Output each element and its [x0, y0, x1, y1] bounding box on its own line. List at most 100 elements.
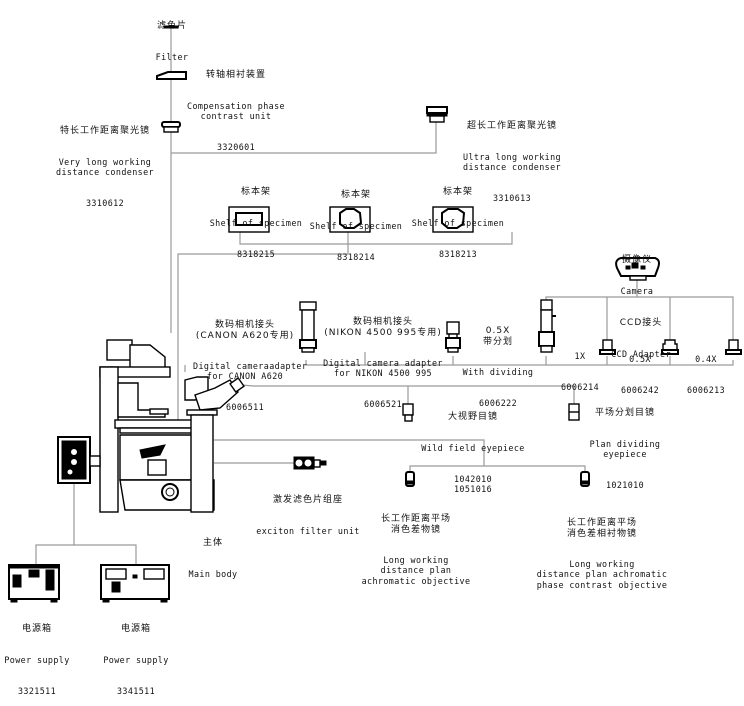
label-code: 3341511	[116, 685, 156, 696]
configuration-diagram	[8, 25, 742, 603]
ccd-05x-icon[interactable]	[661, 339, 679, 355]
label-zh: 电源箱	[21, 624, 52, 635]
exciton-filter-unit-icon[interactable]	[293, 456, 327, 470]
label-zh: 平场分划目镜	[594, 408, 655, 419]
label-code: 6006222	[478, 397, 518, 408]
label-en: Power supply	[4, 655, 70, 666]
label-code: 6006521	[363, 399, 403, 410]
condenser-ultra-long-icon[interactable]	[426, 106, 448, 123]
label-plan-achromatic-objective: 长工作距离平场 消色差物镜 Long working distance plan…	[356, 494, 476, 596]
label-code: 3320601	[216, 141, 256, 152]
label-zh: 摄像仪	[621, 255, 652, 266]
lamp-housing-icon[interactable]	[57, 436, 101, 484]
label-en: Very long working distance condenser	[56, 157, 154, 178]
label-code: 6006214	[560, 382, 600, 393]
label-power-supply-3341511: 电源箱 Power supply 3341511	[101, 604, 171, 706]
label-wide-field-eyepiece: 大视野目镜 Wild field eyepiece 1042010 105101…	[418, 392, 528, 504]
label-en: Plan dividing eyepiece	[589, 439, 661, 460]
label-zh: 转轴相衬装置	[205, 70, 266, 81]
label-en: Ultra long working distance condenser	[463, 152, 561, 173]
label-zh: 超长工作距离聚光镜	[466, 121, 557, 132]
label-power-supply-3321511: 电源箱 Power supply 3321511	[2, 604, 72, 706]
power-supply-3341511-icon[interactable]	[100, 564, 170, 603]
label-en: Main body	[188, 569, 238, 580]
label-ccd-05x: 0.5X 6006242	[618, 334, 662, 405]
label-code: 8318214	[336, 251, 376, 262]
label-filter: 滤色片 Filter	[150, 1, 194, 72]
condenser-very-long-icon[interactable]	[161, 121, 181, 133]
shelf-8318215-icon[interactable]	[228, 206, 270, 233]
label-code: 8318213	[438, 248, 478, 259]
label-zh: 标本架	[442, 187, 473, 198]
label-zh: 电源箱	[120, 624, 151, 635]
wide-field-eyepiece-icon[interactable]	[402, 403, 414, 422]
label-code: 3321511	[17, 685, 57, 696]
label-zh: 大视野目镜	[447, 412, 498, 423]
label-en: Shelf of specimen	[309, 221, 403, 232]
label-canon-adapter: 数码相机接头 (CANON A620专用) Digital cameraadap…	[193, 300, 308, 422]
label-code: 1021010	[605, 479, 645, 490]
label-zh: 数码相机接头 (NIKON 4500 995专用)	[324, 317, 442, 338]
label-code: 8318215	[236, 248, 276, 259]
label-en: Shelf of specimen	[411, 218, 505, 229]
label-ccd-adapter: CCD接头 CCD Adapter	[610, 298, 672, 369]
label-shelf-8318214: 标本架 Shelf of specimen 8318214	[308, 170, 404, 272]
label-zh: 长工作距离平场 消色差相衬物镜	[566, 518, 637, 539]
label-phase-contrast-unit: 转轴相衬装置 Compensation phase contrast unit …	[186, 50, 286, 162]
label-code: 3310613	[492, 192, 532, 203]
label-code: 6006213	[686, 385, 726, 396]
filter-icon[interactable]	[163, 25, 179, 29]
nikon-adapter-icon[interactable]	[445, 321, 461, 353]
label-zh: 0.5X 带分划	[482, 326, 513, 347]
phase-contrast-objective-icon[interactable]	[580, 471, 590, 487]
camera-icon[interactable]	[615, 257, 660, 281]
label-main-body: 主体 Main body	[186, 518, 240, 589]
ccd-04x-icon[interactable]	[725, 339, 742, 355]
label-en: Shelf of specimen	[209, 218, 303, 229]
label-ccd-1x: 1X 6006214	[558, 331, 602, 402]
power-supply-3321511-icon[interactable]	[8, 564, 60, 603]
microscope-main-body-icon[interactable]	[99, 339, 245, 513]
label-zh: 激发滤色片组座	[272, 495, 343, 506]
label-zh: 长工作距离平场 消色差物镜	[380, 514, 451, 535]
label-zh: 标本架	[340, 190, 371, 201]
label-dividing-adapter: 0.5X 带分划 With dividing 6006222	[460, 306, 536, 418]
label-shelf-8318213: 标本架 Shelf of specimen 8318213	[410, 167, 506, 269]
label-code: 6006511	[225, 402, 265, 413]
label-nikon-adapter: 数码相机接头 (NIKON 4500 995专用) Digital camera…	[320, 297, 446, 419]
ccd-1x-icon[interactable]	[599, 339, 616, 355]
canon-adapter-icon[interactable]	[299, 301, 317, 353]
plan-achromatic-objective-icon[interactable]	[405, 471, 415, 487]
label-en: With dividing	[462, 367, 534, 378]
plan-dividing-eyepiece-icon[interactable]	[568, 403, 580, 421]
label-en: Filter	[155, 52, 189, 63]
label-en: Long working distance plan achromatic ob…	[361, 555, 471, 586]
label-zh: CCD接头	[619, 318, 663, 329]
label-zh: 数码相机接头 (CANON A620专用)	[195, 320, 295, 341]
label-en: 0.5X	[629, 354, 651, 365]
label-en: Camera	[620, 286, 654, 297]
label-zh: 标本架	[240, 187, 271, 198]
label-exciton-filter-unit: 激发滤色片组座 exciton filter unit	[252, 475, 364, 546]
label-camera: 摄像仪 Camera	[612, 235, 662, 306]
dividing-adapter-icon[interactable]	[538, 299, 556, 353]
label-code: 6006242	[620, 385, 660, 396]
shelf-8318213-icon[interactable]	[432, 206, 474, 233]
label-code: 3310612	[85, 197, 125, 208]
label-zh: 特长工作距离聚光镜	[59, 126, 150, 137]
label-en: Long working distance plan achromatic ph…	[536, 559, 668, 590]
label-shelf-8318215: 标本架 Shelf of specimen 8318215	[208, 167, 304, 269]
label-en: 1X	[574, 351, 586, 362]
label-en: Power supply	[103, 655, 169, 666]
label-en: Digital camera adapter for NIKON 4500 99…	[323, 358, 443, 379]
label-ultra-long-condenser: 超长工作距离聚光镜 Ultra long working distance co…	[460, 101, 564, 213]
shelf-8318214-icon[interactable]	[329, 206, 371, 233]
label-en: Compensation phase contrast unit	[187, 101, 285, 122]
phase-contrast-unit-icon[interactable]	[156, 71, 187, 80]
label-zh: 滤色片	[156, 21, 187, 32]
label-en: CCD Adapter	[611, 349, 671, 360]
label-en: Digital cameraadapter for CANON A620	[193, 361, 308, 382]
label-very-long-condenser: 特长工作距离聚光镜 Very long working distance con…	[52, 106, 158, 218]
label-ccd-04x: 0.4X 6006213	[684, 334, 728, 405]
label-plan-dividing-eyepiece: 平场分划目镜 Plan dividing eyepiece 1021010	[586, 388, 664, 500]
